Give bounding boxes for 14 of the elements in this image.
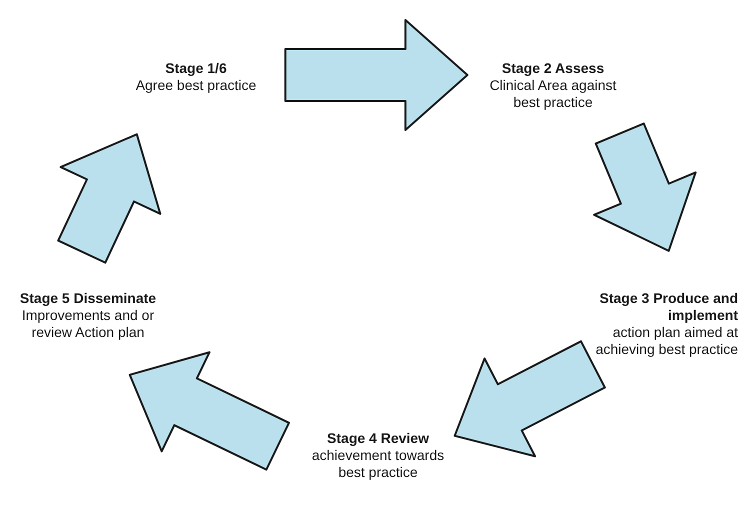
stage-description: Clinical Area against best practice: [488, 77, 618, 111]
stage-description: action plan aimed at achieving best practice: [594, 324, 738, 358]
block-arrow: [57, 133, 162, 264]
block-arrow: [128, 351, 290, 471]
stage-heading: Stage 4 Review: [326, 430, 430, 447]
stage-description: achievement towards best practice: [310, 447, 446, 481]
stage-heading: Stage 5 Disseminate: [18, 290, 158, 307]
stage-heading: Stage 2 Assess: [500, 60, 606, 77]
stage-heading: Stage 1/6: [164, 60, 228, 77]
block-arrow: [454, 340, 606, 458]
block-arrow: [284, 19, 468, 131]
block-arrow: [593, 122, 697, 252]
stage-description: Improvements and or review Action plan: [20, 307, 156, 341]
stage-description: Agree best practice: [134, 77, 258, 94]
